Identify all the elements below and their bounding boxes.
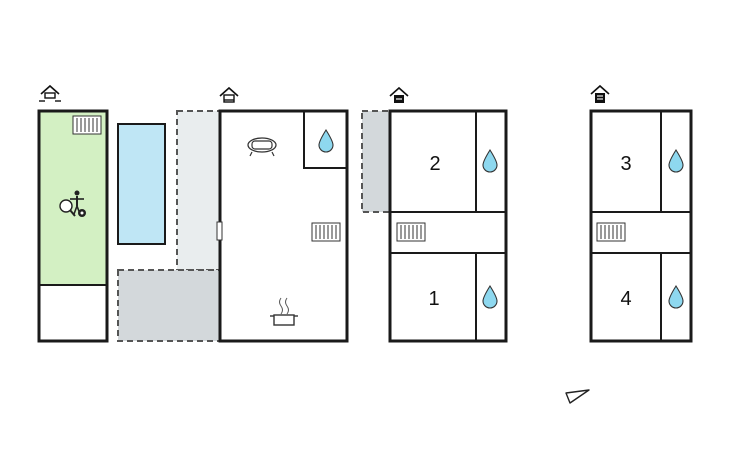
garden-area <box>39 111 107 285</box>
radiator-icon <box>72 115 102 135</box>
radiator-icon <box>596 222 626 242</box>
water-drop-icon <box>482 148 498 173</box>
house-level-icon <box>39 84 61 102</box>
house-level-icon <box>590 84 610 103</box>
room-number: 3 <box>620 153 631 175</box>
terrace-area <box>117 269 221 342</box>
north-arrow-icon <box>565 389 590 404</box>
path-area <box>176 110 221 271</box>
grill-icon <box>78 209 86 217</box>
door <box>216 221 223 241</box>
water-drop-icon <box>668 284 684 309</box>
outdoor-strip <box>361 110 391 213</box>
house-level-icon <box>219 86 239 103</box>
room-number: 1 <box>428 288 439 310</box>
water-drop-icon <box>318 128 334 153</box>
table-tennis-icon <box>59 190 84 217</box>
water-drop-icon <box>482 284 498 309</box>
building-a-outline <box>37 109 109 343</box>
annex-room <box>39 285 107 341</box>
sofa-icon <box>247 137 277 157</box>
room-number: 2 <box>429 153 440 175</box>
radiator-icon <box>396 222 426 242</box>
cooking-pot-icon <box>270 297 298 326</box>
room-number: 4 <box>620 288 631 310</box>
radiator-icon <box>311 222 341 242</box>
pool <box>117 123 166 245</box>
water-drop-icon <box>668 148 684 173</box>
house-level-icon <box>389 86 409 103</box>
